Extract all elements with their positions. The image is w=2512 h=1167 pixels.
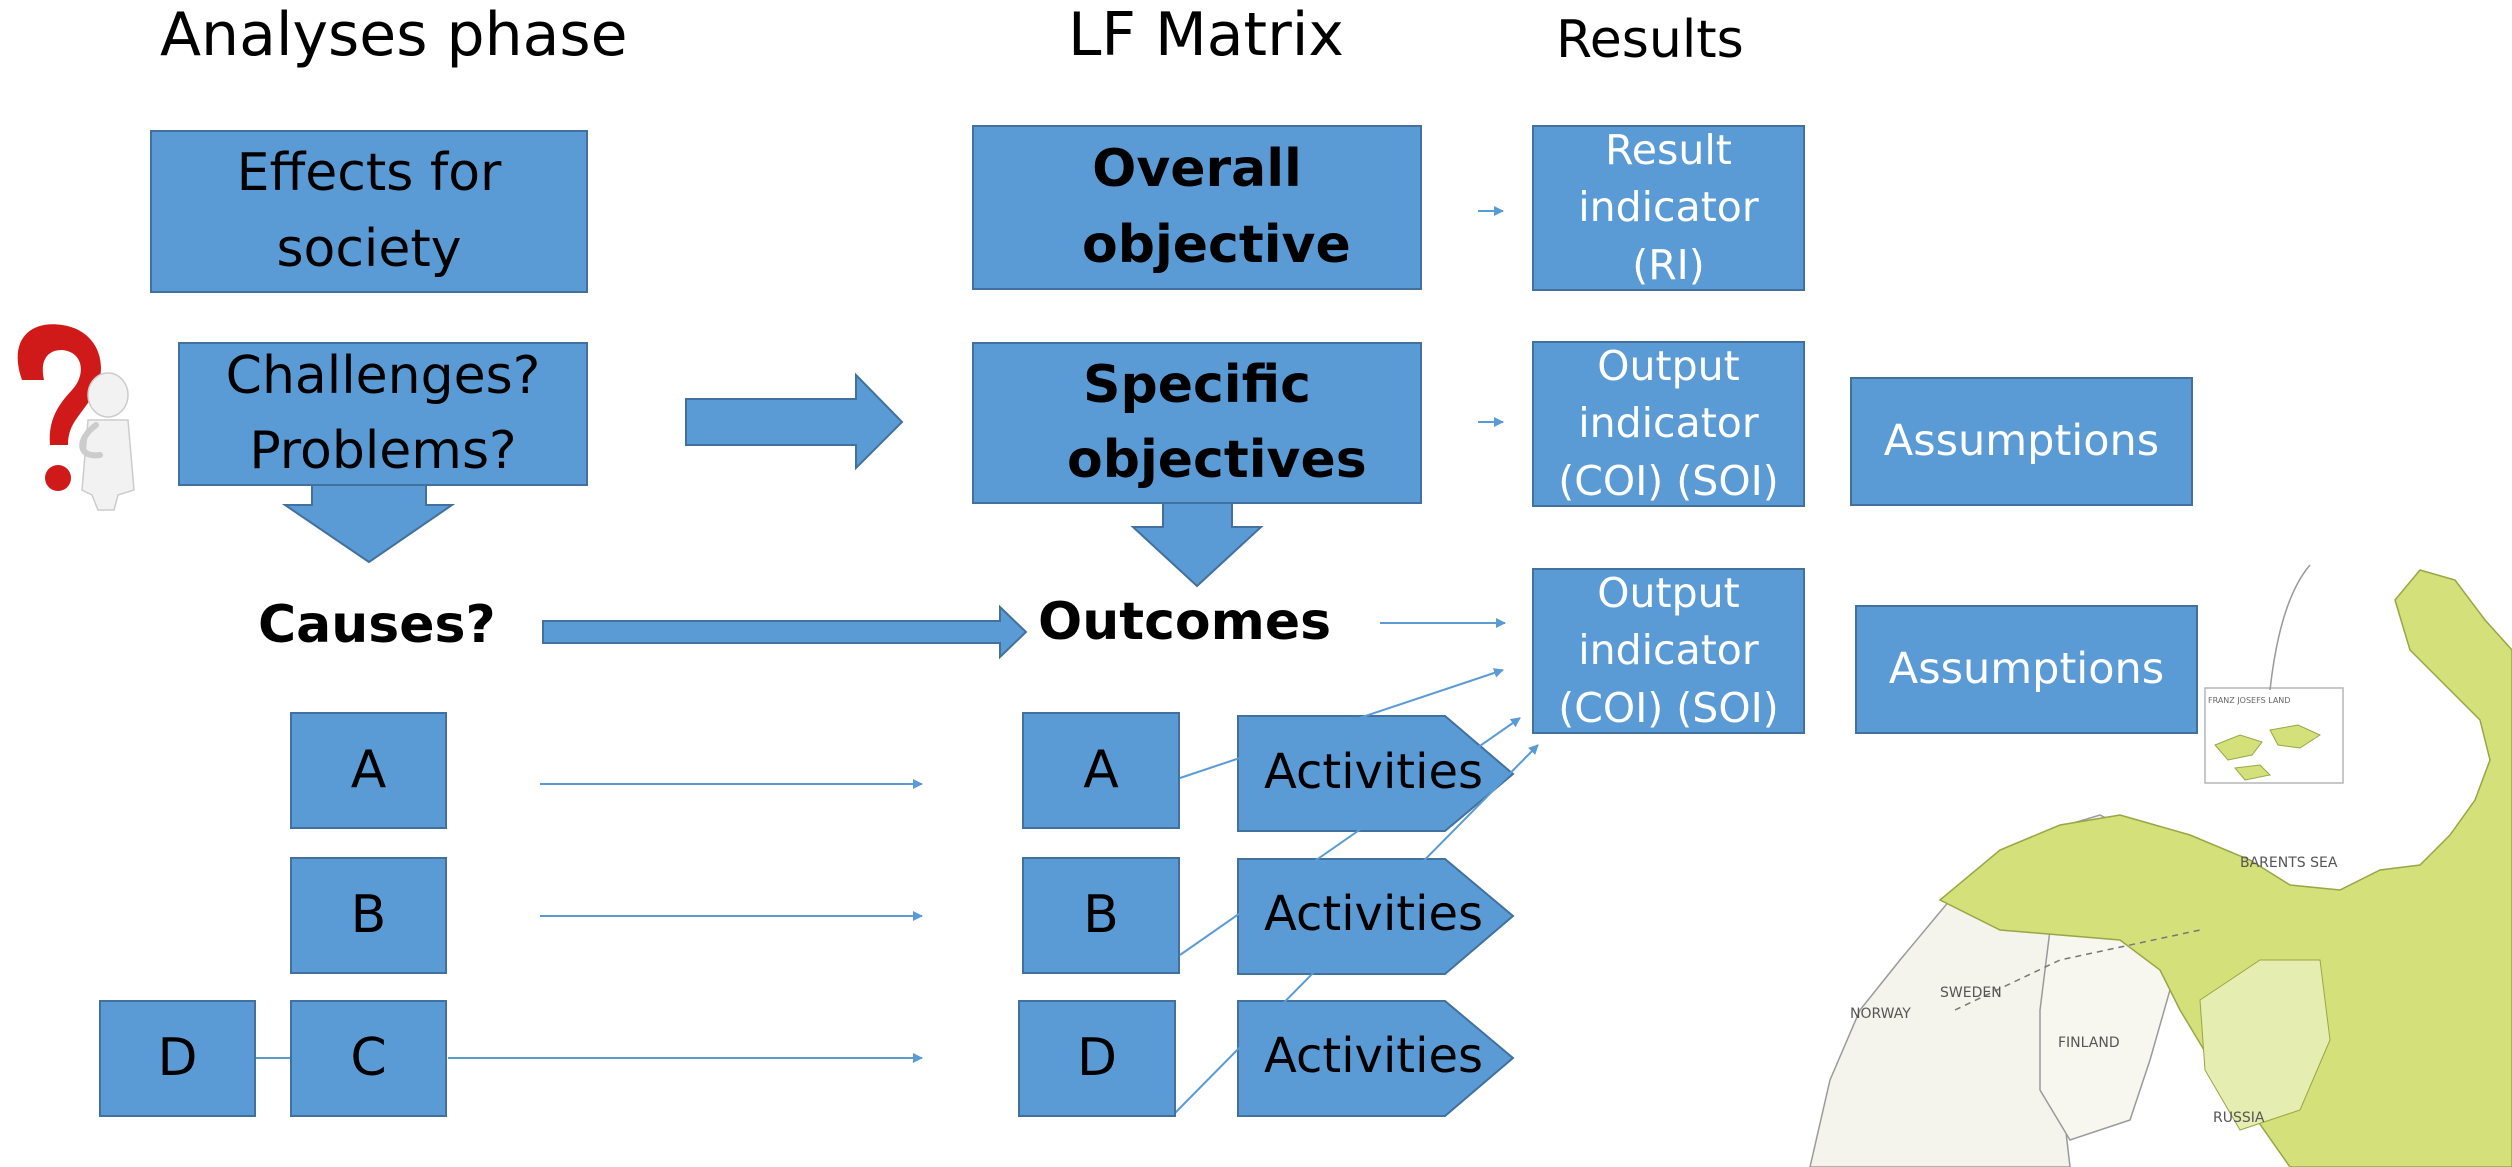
map-leader-line [2269, 564, 2311, 691]
map-label: FRANZ JOSEFS LAND [2208, 696, 2291, 705]
map-franz-josef-islands [2214, 724, 2322, 781]
map-land-kola-light [2199, 959, 2331, 1131]
activities-shape [1237, 1000, 1515, 1117]
activities-label: Activities [1264, 1028, 1483, 1084]
assumptions-box: Assumptions [1855, 605, 2198, 734]
outcome-a-box: A [1022, 712, 1180, 829]
map-dashed-border [1954, 929, 2201, 1011]
activities-label: Activities [1264, 744, 1483, 800]
cause-c-box: C [290, 1000, 447, 1117]
map-label: FINLAND [2058, 1035, 2120, 1051]
outcomes-label: Outcomes [1038, 592, 1332, 652]
cause-d-box: D [99, 1000, 256, 1117]
question-figure-icon [17, 324, 135, 511]
cause-a-box: A [290, 712, 447, 829]
cause-b-box: B [290, 857, 447, 974]
outcome-d-box: D [1018, 1000, 1176, 1117]
block-arrow-icon [685, 372, 904, 471]
down-arrow-icon [1130, 501, 1264, 588]
results-heading: Results [1556, 10, 1744, 70]
output-indicator-box: Output indicator (COI) (SOI) [1532, 341, 1805, 507]
activities-shape [1237, 715, 1515, 832]
analyses-phase-heading: Analyses phase [160, 0, 628, 70]
map-label: RUSSIA [2213, 1110, 2265, 1126]
specific-objectives-box: Specific objectives [972, 342, 1422, 504]
lf-matrix-heading: LF Matrix [1068, 0, 1344, 70]
overall-objective-box: Overall objective [972, 125, 1422, 290]
activities-shape [1237, 858, 1515, 975]
down-arrow-icon [281, 483, 456, 564]
output-indicator-box: Output indicator (COI) (SOI) [1532, 568, 1805, 734]
activities-label: Activities [1264, 886, 1483, 942]
map-label: NORWAY [1850, 1006, 1911, 1022]
result-indicator-box: Result indicator (RI) [1532, 125, 1805, 291]
connector-lines [256, 206, 1539, 1114]
map-land-barents-region [1938, 569, 2512, 1167]
causes-label: Causes? [258, 595, 496, 655]
assumptions-box: Assumptions [1850, 377, 2193, 506]
barents-map [1809, 564, 2512, 1167]
map-inset-box [2204, 687, 2344, 784]
effects-for-society-box: Effects for society [150, 130, 588, 293]
map-label: SWEDEN [1940, 985, 2002, 1001]
block-arrow-icon [542, 604, 1028, 660]
challenges-problems-box: Challenges? Problems? [178, 342, 588, 486]
outcome-b-box: B [1022, 857, 1180, 974]
map-label: BARENTS SEA [2240, 855, 2338, 871]
